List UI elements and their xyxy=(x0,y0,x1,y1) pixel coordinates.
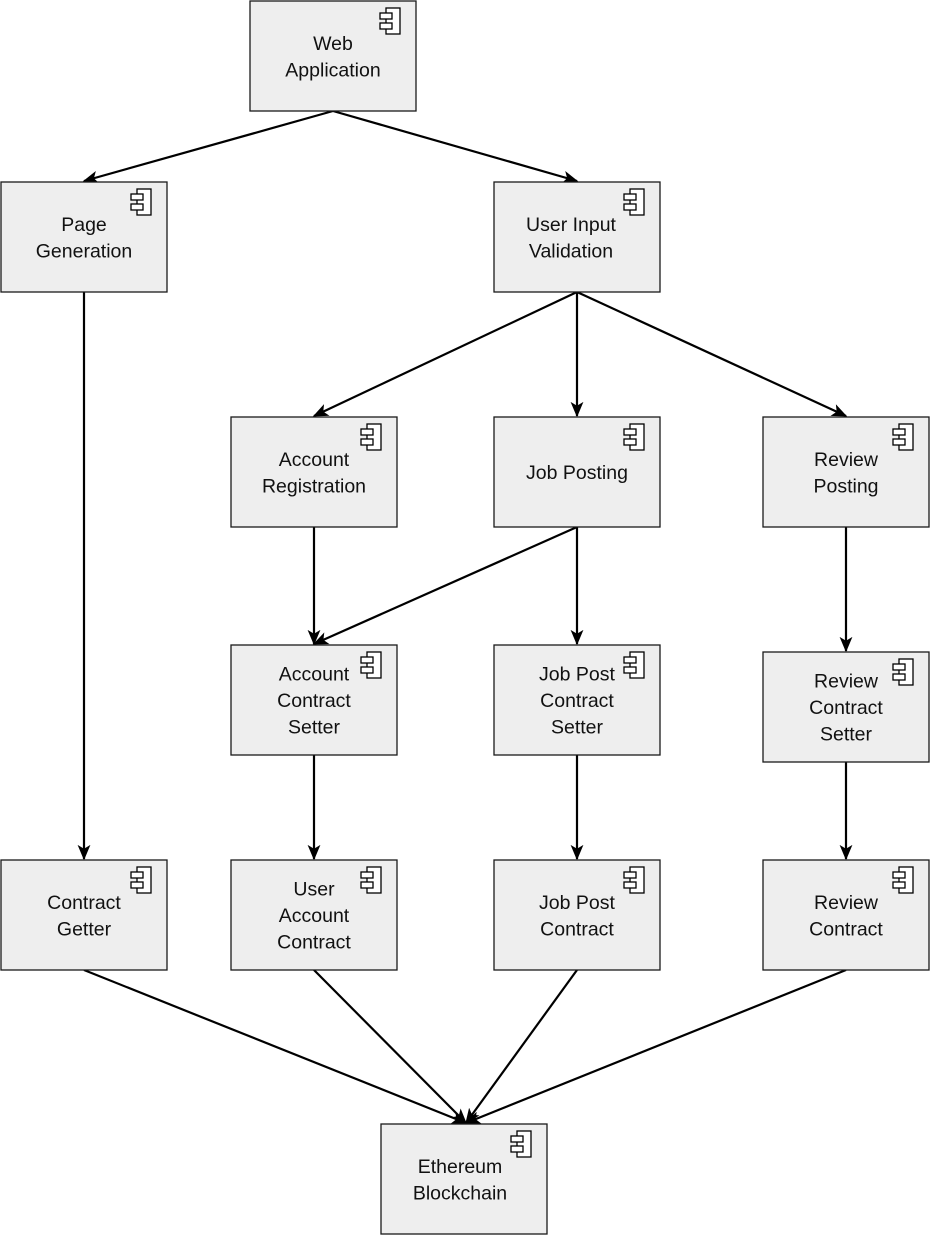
node-label-line: Review xyxy=(814,449,879,471)
node-job-posting[interactable]: Job Posting xyxy=(493,416,661,528)
node-label-line: Contract xyxy=(540,690,614,712)
component-icon xyxy=(892,423,914,451)
edge-user_account_contract-to-ethereum xyxy=(313,969,467,1124)
component-icon xyxy=(360,423,382,451)
component-icon xyxy=(892,866,914,894)
node-label-line: Contract xyxy=(277,690,351,712)
node-label-line: Setter xyxy=(551,717,604,739)
node-label-line: Job Post xyxy=(539,664,615,686)
component-icon xyxy=(130,866,152,894)
node-label-line: Registration xyxy=(262,475,366,497)
node-label-line: Application xyxy=(285,59,380,81)
component-icon xyxy=(623,423,645,451)
node-label-line: Account xyxy=(279,449,350,471)
component-icon xyxy=(623,866,645,894)
component-icon xyxy=(360,651,382,679)
node-label-line: Contract xyxy=(277,932,351,954)
edge-user_input-to-account_reg xyxy=(312,291,578,417)
edges-layer xyxy=(77,109,853,1125)
edge-user_input-to-review_posting xyxy=(576,291,848,417)
node-label-line: Review xyxy=(814,892,879,914)
node-label-line: Web xyxy=(313,33,353,55)
component-icon xyxy=(510,1130,532,1158)
component-icon xyxy=(623,651,645,679)
component-icon xyxy=(360,866,382,894)
component-icon xyxy=(892,658,914,686)
edge-jobpost_contract-to-ethereum xyxy=(465,969,578,1125)
node-label-line: Getter xyxy=(57,918,112,940)
edge-web_app-to-page_gen xyxy=(82,109,334,184)
component-icon xyxy=(130,188,152,216)
node-label-line: Contract xyxy=(540,918,614,940)
node-label-line: Account xyxy=(279,664,350,686)
node-label-line: User Input xyxy=(526,214,617,236)
edge-web_app-to-user_input xyxy=(332,109,579,184)
edge-contract_getter-to-ethereum xyxy=(83,968,468,1125)
node-label-line: Setter xyxy=(288,717,341,739)
node-label-line: User xyxy=(293,879,335,901)
node-label-line: Posting xyxy=(813,475,878,497)
edge-job_posting-to-account_setter xyxy=(312,525,578,646)
node-label-line: Contract xyxy=(47,892,121,914)
component-icon xyxy=(379,7,401,35)
node-label-line: Account xyxy=(279,905,350,927)
node-label-line: Contract xyxy=(809,918,883,940)
node-box xyxy=(230,859,398,971)
node-label-line: Validation xyxy=(529,240,613,262)
node-label-line: Setter xyxy=(820,724,873,746)
node-label-line: Contract xyxy=(809,697,883,719)
node-label-line: Blockchain xyxy=(413,1182,507,1204)
node-label-line: Ethereum xyxy=(418,1156,503,1178)
component-icon xyxy=(623,188,645,216)
node-label-line: Page xyxy=(61,214,107,236)
node-label-line: Job Post xyxy=(539,892,615,914)
edge-review_contract-to-ethereum xyxy=(464,968,847,1125)
node-label-line: Job Posting xyxy=(526,462,628,484)
node-label-line: Review xyxy=(814,671,879,693)
node-label-line: Generation xyxy=(36,240,132,262)
